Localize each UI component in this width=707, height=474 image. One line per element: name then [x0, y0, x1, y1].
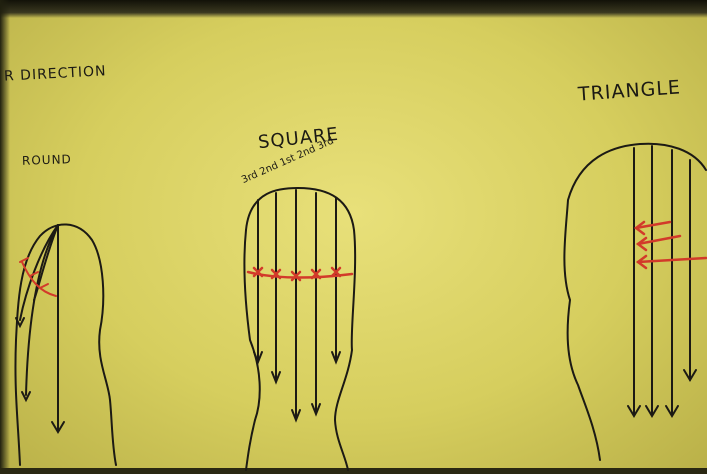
- square-head-diagram: [244, 188, 355, 470]
- round-head-diagram: [15, 224, 116, 465]
- triangle-head-diagram: [564, 144, 706, 460]
